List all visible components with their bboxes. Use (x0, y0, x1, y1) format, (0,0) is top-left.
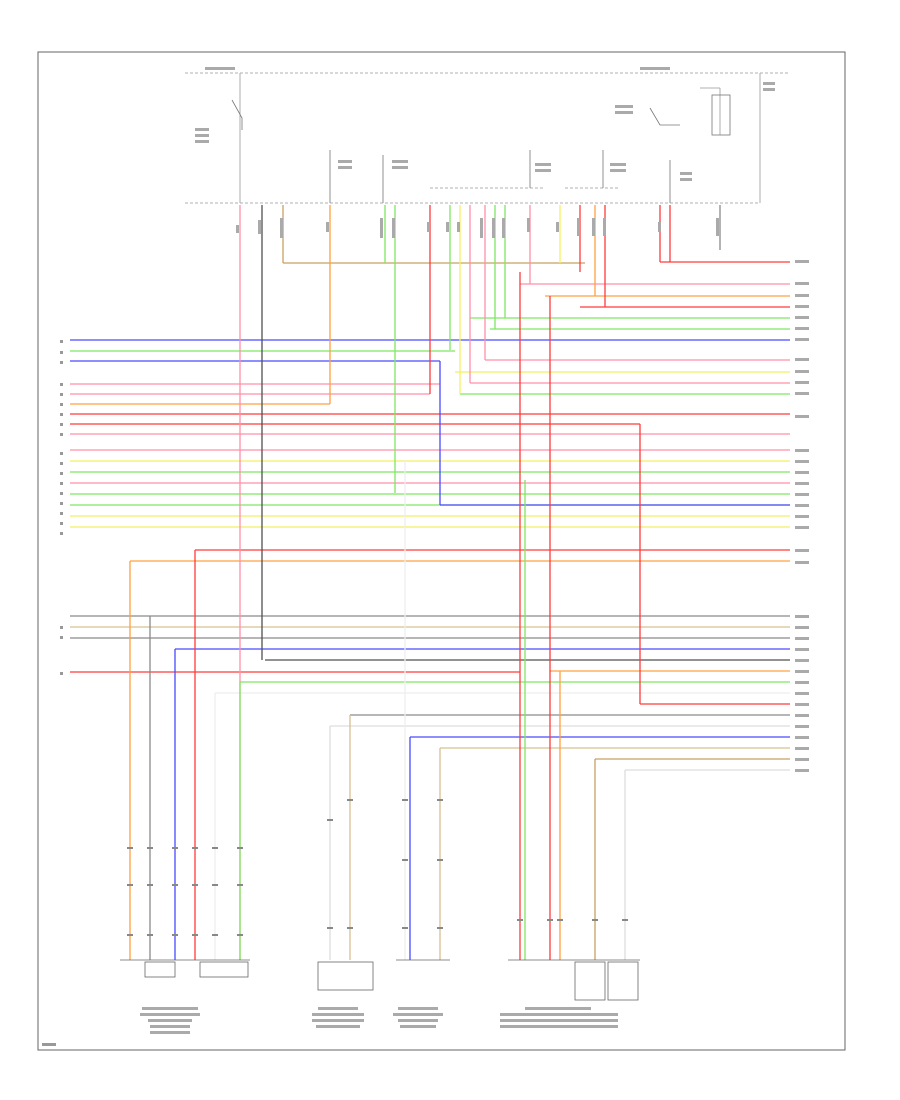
top-bus (185, 72, 790, 204)
left-pin-markers (60, 340, 63, 675)
top-pin-markers (236, 218, 719, 238)
component-titles (140, 1007, 618, 1034)
page-ref-mark (42, 1043, 56, 1046)
vertical-wires (129, 205, 721, 960)
top-switches (231, 94, 731, 203)
connector-ticks (127, 799, 628, 936)
tiny-labels (195, 67, 775, 181)
diagram-frame (37, 51, 846, 1051)
right-pin-markers (795, 260, 809, 772)
bottom-components (120, 959, 640, 1001)
horizontal-wires (70, 261, 790, 771)
